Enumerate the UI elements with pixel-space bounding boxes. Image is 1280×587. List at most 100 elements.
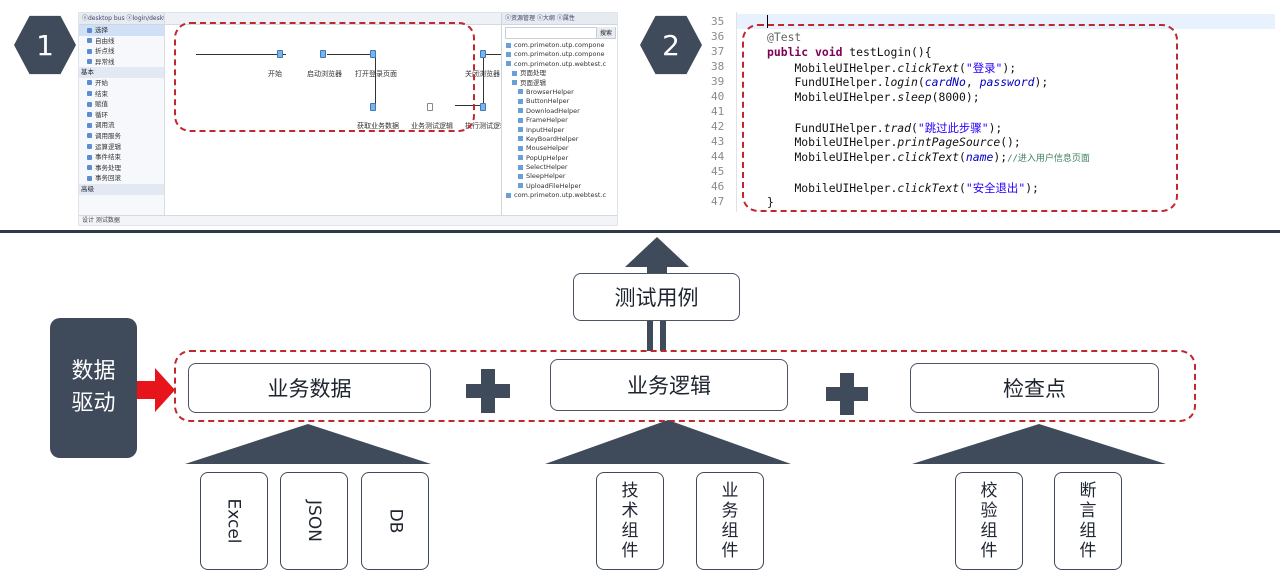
connector	[375, 54, 376, 106]
code-line-44[interactable]: MobileUIHelper.clickText(name);//进入用户信息页…	[794, 150, 1090, 164]
tree-item[interactable]: com.primeton.utp.webtest.c	[502, 191, 617, 200]
palette-list: 选择自由线折点线异常线基本开始结束赋值循环调用流调用服务运算逻辑事件结束事务处理…	[79, 25, 164, 195]
node-open-login[interactable]	[370, 50, 376, 58]
json-item: JSON	[280, 472, 348, 570]
node-label: 关闭浏览器	[465, 70, 500, 78]
db-item: DB	[361, 472, 429, 570]
palette-group[interactable]: 基本	[79, 67, 164, 78]
connector-bar-left	[647, 321, 653, 351]
node-start[interactable]	[277, 50, 283, 58]
palette-item[interactable]: 结束	[79, 89, 164, 100]
outline-tab[interactable]: ⓧ资源管理 ⓧ大纲 ⓧ属性	[502, 13, 617, 25]
node-close-browser-2[interactable]	[480, 103, 486, 111]
node-label: 打开登录页面	[355, 70, 397, 78]
test-case-box: 测试用例	[573, 273, 740, 321]
workflow-highlight	[174, 22, 475, 132]
red-arrow-shape	[137, 368, 175, 412]
palette-item[interactable]: 循环	[79, 110, 164, 121]
node-get-data[interactable]	[370, 103, 376, 111]
tree-item[interactable]: ButtonHelper	[502, 97, 617, 106]
code-line-37[interactable]: public void testLogin(){	[767, 45, 932, 59]
tree-item[interactable]: MouseHelper	[502, 144, 617, 153]
palette-item[interactable]: 事务处理	[79, 163, 164, 174]
validation-component-item: 校验组件	[955, 472, 1023, 570]
palette-item[interactable]: 异常线	[79, 57, 164, 68]
connector	[455, 105, 483, 106]
palette-item[interactable]: 运算逻辑	[79, 142, 164, 153]
tree-item[interactable]: KeyBoardHelper	[502, 135, 617, 144]
business-data-box: 业务数据	[188, 363, 431, 413]
code-line-42[interactable]: FundUIHelper.trad("跳过此步骤");	[794, 121, 1003, 135]
code-line-46[interactable]: MobileUIHelper.clickText("安全退出");	[794, 181, 1039, 195]
tree-item[interactable]: UploadFileHelper	[502, 182, 617, 191]
step-2-badge: 2	[640, 15, 702, 75]
checkpoint-box: 检查点	[910, 363, 1159, 413]
palette-group[interactable]: 高级	[79, 183, 164, 195]
tree-item[interactable]: PopUpHelper	[502, 154, 617, 163]
node-label: 执行测试逻辑	[465, 122, 507, 130]
node-label: 开始	[268, 70, 282, 78]
code-line-36[interactable]: @Test	[767, 30, 802, 44]
tree-item[interactable]: DownloadHelper	[502, 107, 617, 116]
connector	[483, 54, 484, 106]
check-triangle	[912, 424, 1166, 464]
palette-item[interactable]: 事件结束	[79, 152, 164, 163]
designer-status-tabs[interactable]: 设计 测试数据	[79, 215, 617, 225]
palette-item[interactable]: 事务回滚	[79, 173, 164, 184]
code-editor-screenshot: 35 36 37 38 39 40 41 42 43 44 45 46 47 @…	[705, 12, 1275, 212]
tree-item[interactable]: SelectHelper	[502, 163, 617, 172]
tree-item[interactable]: SleepHelper	[502, 172, 617, 181]
tree-item[interactable]: com.primeton.utp.compone	[502, 41, 617, 50]
red-arrow	[137, 368, 175, 412]
workflow-canvas[interactable]: 开始 启动浏览器 打开登录页面 获取业务数据 关闭浏览器 结束 执行测试逻辑 业…	[165, 13, 535, 225]
tree-item[interactable]: BrowserHelper	[502, 88, 617, 97]
palette-item[interactable]: 自由线	[79, 36, 164, 47]
node-launch-browser[interactable]	[320, 50, 326, 58]
palette-item[interactable]: 赋值	[79, 99, 164, 110]
tree-item[interactable]: com.primeton.utp.compone	[502, 50, 617, 59]
node-test-logic[interactable]	[427, 103, 433, 111]
node-label: 启动浏览器	[307, 70, 342, 78]
code-line-43[interactable]: MobileUIHelper.printPageSource();	[794, 135, 1021, 149]
palette-item[interactable]: 选择	[79, 25, 164, 36]
plus-icon	[840, 373, 854, 415]
business-component-item: 业务组件	[696, 472, 764, 570]
text-cursor	[767, 15, 768, 28]
palette-item[interactable]: 调用服务	[79, 131, 164, 142]
outline-panel: ⓧ资源管理 ⓧ大纲 ⓧ属性 搜索 com.primeton.utp.compon…	[501, 13, 617, 225]
up-arrow-shaft	[647, 266, 667, 274]
tree-item[interactable]: InputHelper	[502, 126, 617, 135]
tree-item[interactable]: com.primeton.utp.webtest.c	[502, 60, 617, 69]
code-highlight	[742, 24, 1178, 212]
palette-tab[interactable]: ⓧdesktop bus ⓧlogin/desktop	[79, 13, 164, 25]
data-driven-block: 数据 驱动	[50, 318, 137, 458]
section-divider	[0, 230, 1280, 233]
node-label: 获取业务数据	[357, 122, 399, 130]
tree-item[interactable]: FrameHelper	[502, 116, 617, 125]
data-triangle	[185, 424, 431, 464]
node-label: 业务测试逻辑	[411, 122, 453, 130]
node-close-browser[interactable]	[480, 50, 486, 58]
workflow-designer-screenshot: ⓧdesktop bus ⓧlogin/desktop 选择自由线折点线异常线基…	[78, 12, 618, 226]
palette-item[interactable]: 开始	[79, 78, 164, 89]
outline-search-input[interactable]: 搜索	[505, 27, 616, 39]
code-line-39[interactable]: FundUIHelper.login(cardNo, password);	[794, 75, 1049, 89]
code-line-40[interactable]: MobileUIHelper.sleep(8000);	[794, 90, 980, 104]
line-gutter: 35 36 37 38 39 40 41 42 43 44 45 46 47	[705, 12, 737, 212]
tool-palette: ⓧdesktop bus ⓧlogin/desktop 选择自由线折点线异常线基…	[79, 13, 165, 225]
excel-item: Excel	[200, 472, 268, 570]
outline-search-button[interactable]: 搜索	[595, 27, 615, 38]
palette-item[interactable]: 折点线	[79, 46, 164, 57]
code-line-38[interactable]: MobileUIHelper.clickText("登录");	[794, 61, 1017, 75]
tree-item[interactable]: 页面处理	[502, 69, 617, 78]
tech-component-item: 技术组件	[596, 472, 664, 570]
palette-item[interactable]: 调用流	[79, 120, 164, 131]
plus-icon	[481, 369, 495, 413]
tree-item[interactable]: 页面逻辑	[502, 79, 617, 88]
connector	[196, 54, 286, 55]
connector-bar-right	[660, 321, 666, 351]
assertion-component-item: 断言组件	[1054, 472, 1122, 570]
code-line-47[interactable]: }	[767, 195, 774, 209]
connector	[327, 54, 375, 55]
